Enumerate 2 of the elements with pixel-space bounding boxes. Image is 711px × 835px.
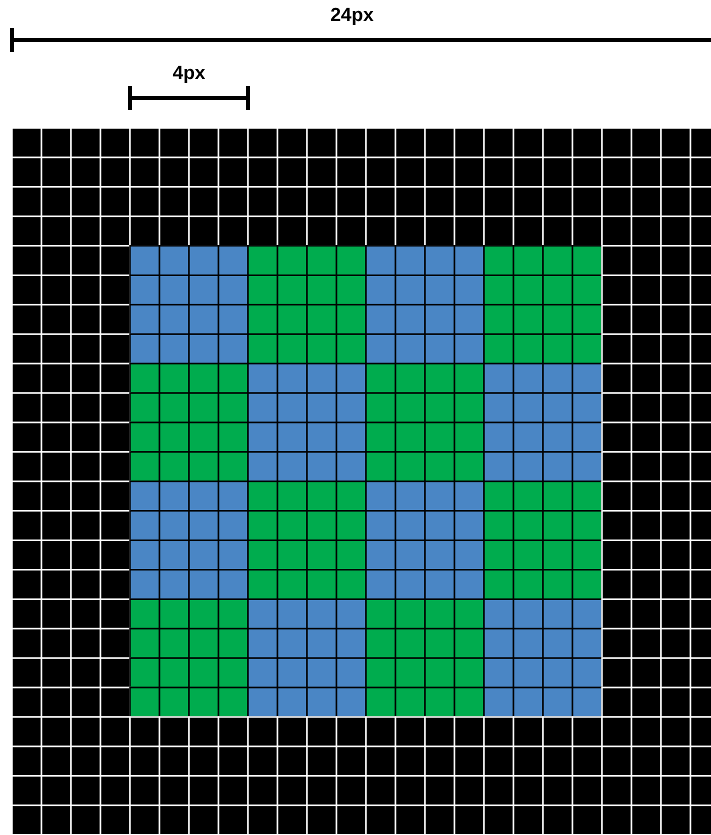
dimension-label: 24px: [330, 6, 374, 25]
dimension-label: 4px: [172, 64, 206, 83]
